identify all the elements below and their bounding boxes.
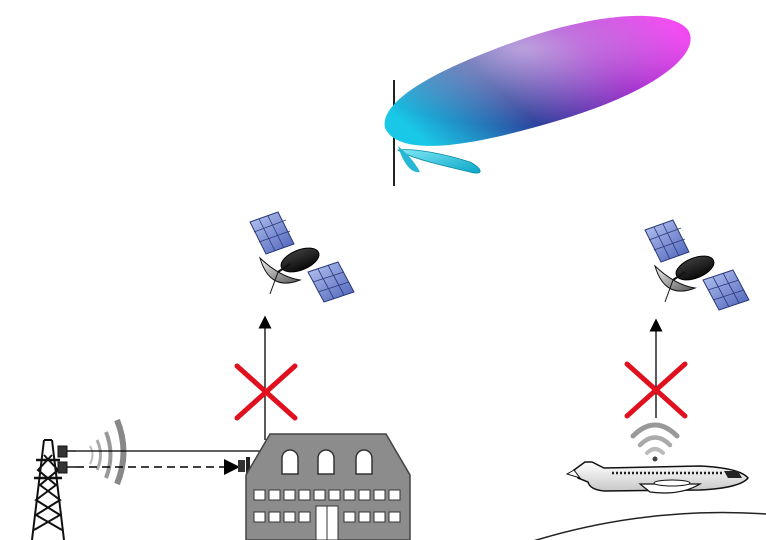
airplane-icon bbox=[567, 462, 748, 493]
satellite-left-icon bbox=[250, 212, 354, 302]
blocked-link-left-icon bbox=[237, 366, 295, 418]
transmission-tower-icon bbox=[32, 440, 76, 540]
radiation-lobe-icon bbox=[385, 16, 691, 186]
wifi-icon bbox=[633, 425, 677, 462]
building-icon bbox=[246, 434, 410, 540]
radio-waves-icon bbox=[90, 420, 124, 484]
ground-curve bbox=[530, 513, 766, 540]
satellite-right-icon bbox=[645, 220, 749, 310]
